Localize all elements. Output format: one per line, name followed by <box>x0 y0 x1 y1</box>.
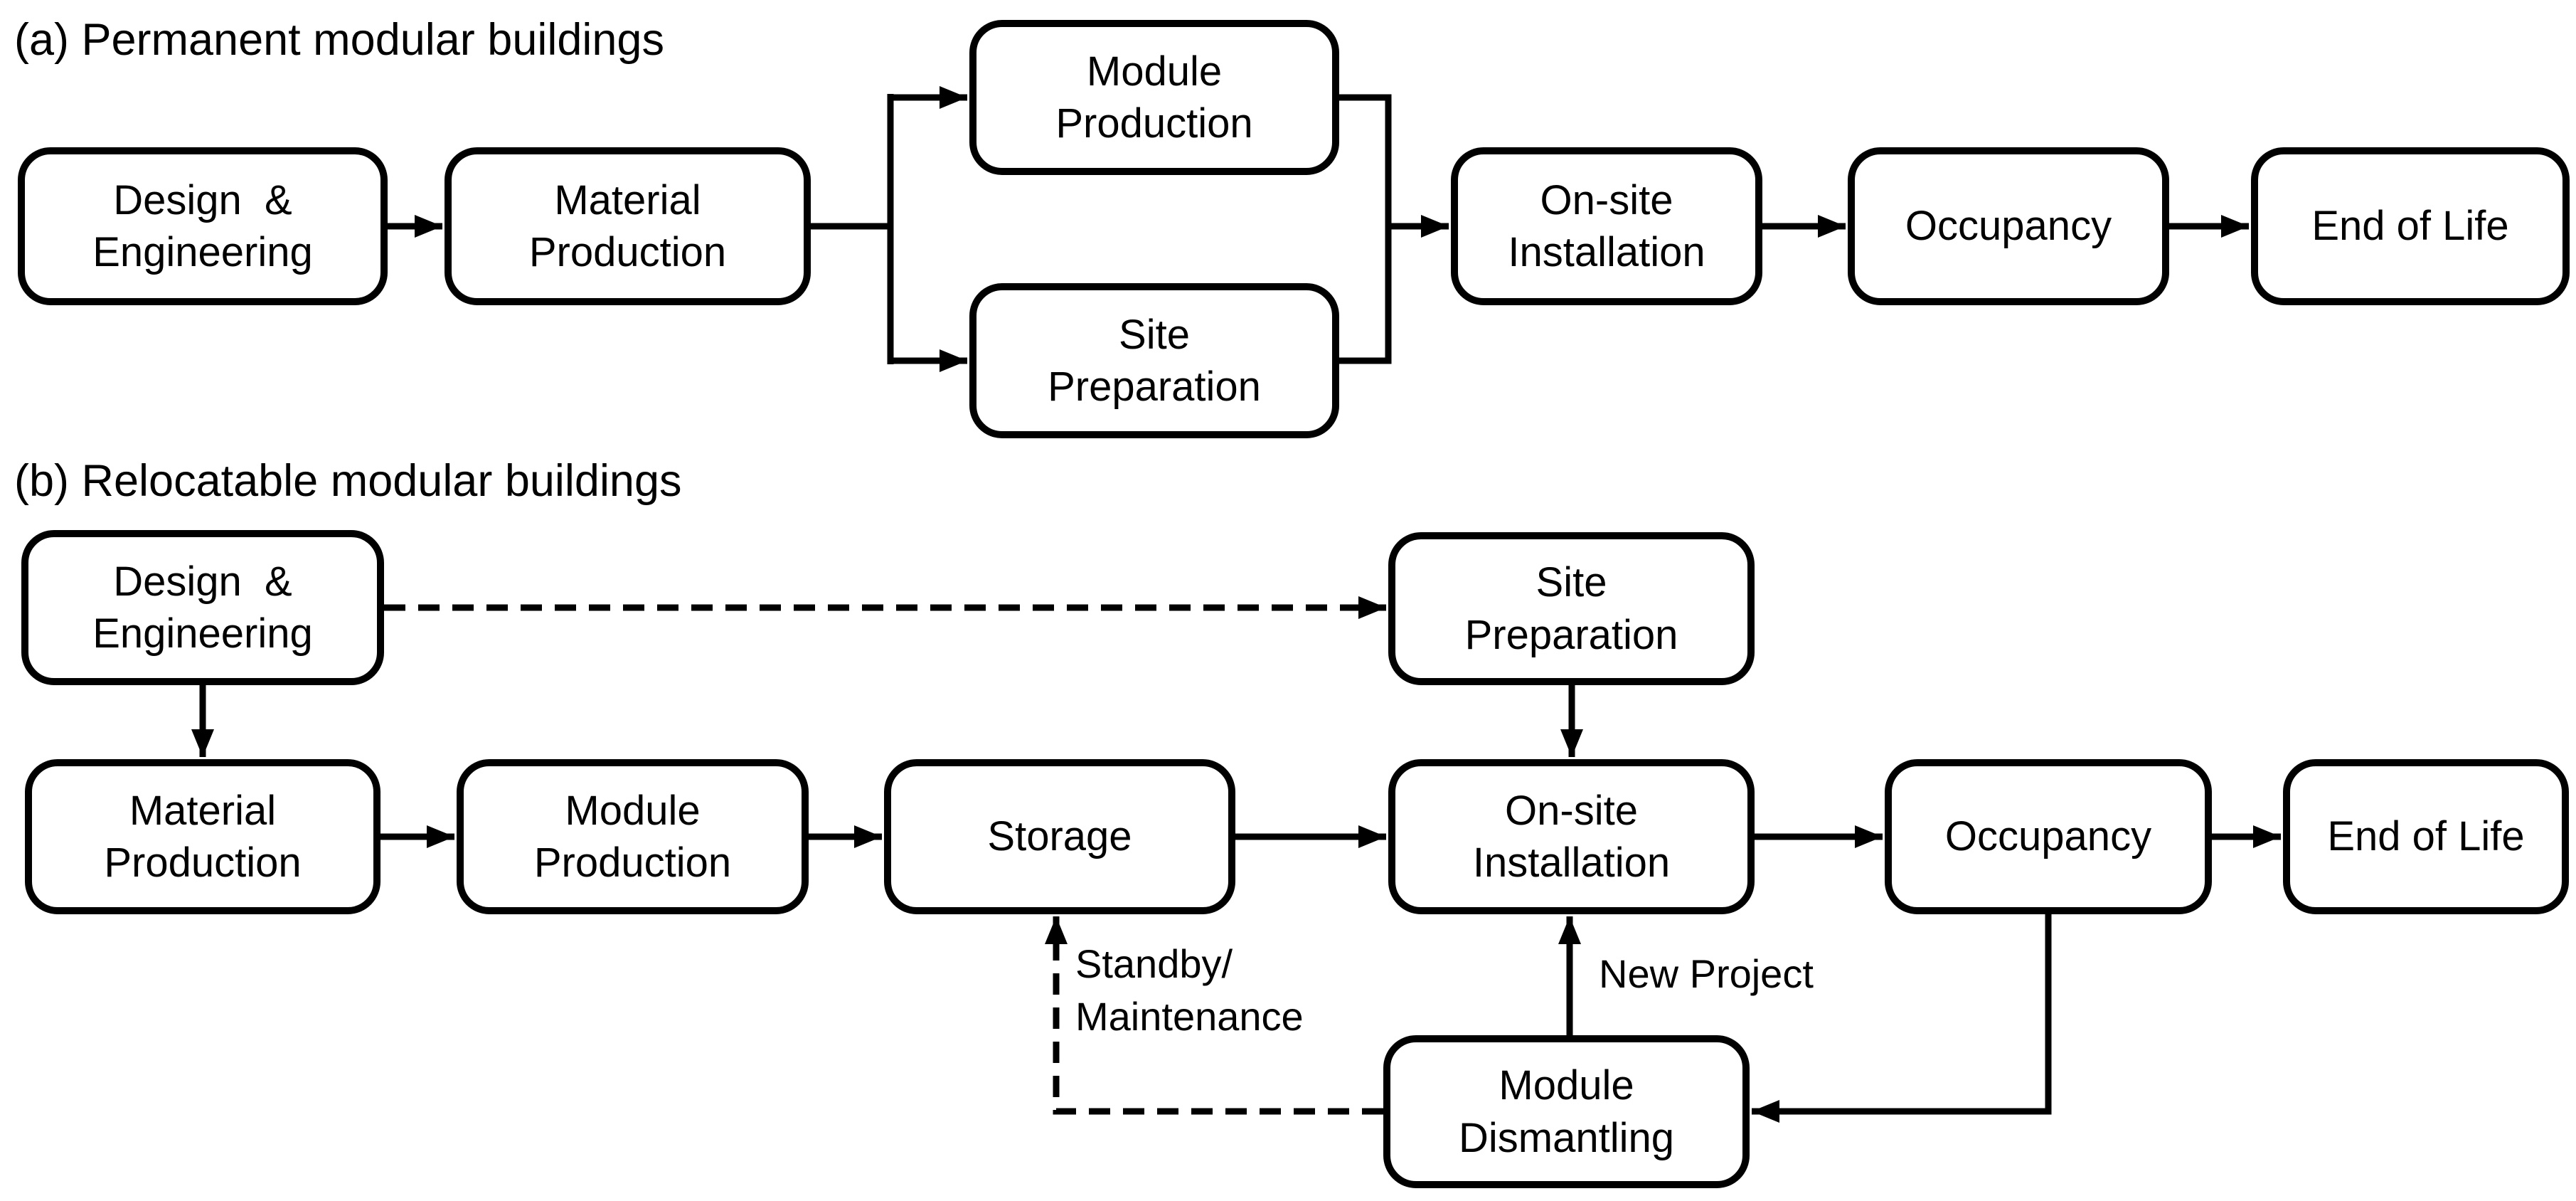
node-a-module-production: Module Production <box>969 20 1339 175</box>
node-a-onsite-installation: On-site Installation <box>1451 147 1762 305</box>
edge-b-occupancy-to-module-dismantling <box>1752 914 2052 1123</box>
node-a-material-production: Material Production <box>445 147 811 305</box>
node-a-end-of-life: End of Life <box>2251 147 2570 305</box>
node-b-design-engineering: Design & Engineering <box>21 530 384 685</box>
edge-label-standby-maintenance: Standby/ Maintenance <box>1075 941 1304 1039</box>
edge-label-new-project: New Project <box>1599 951 1814 996</box>
node-a-site-preparation: Site Preparation <box>969 283 1339 438</box>
node-b-occupancy: Occupancy <box>1885 759 2212 914</box>
node-b-end-of-life: End of Life <box>2283 759 2569 914</box>
edge-a-split-bracket <box>811 94 894 364</box>
node-a-design-engineering: Design & Engineering <box>18 147 388 305</box>
section-a-title: (a) Permanent modular buildings <box>14 15 664 65</box>
node-b-onsite-installation: On-site Installation <box>1388 759 1755 914</box>
node-b-module-production: Module Production <box>457 759 809 914</box>
node-a-occupancy: Occupancy <box>1848 147 2169 305</box>
node-b-storage: Storage <box>884 759 1235 914</box>
node-b-site-preparation: Site Preparation <box>1388 532 1755 685</box>
node-b-material-production: Material Production <box>25 759 380 914</box>
section-b-title: (b) Relocatable modular buildings <box>14 456 682 506</box>
edge-a-merge-bracket <box>1339 94 1392 364</box>
node-b-module-dismantling: Module Dismantling <box>1383 1035 1750 1188</box>
